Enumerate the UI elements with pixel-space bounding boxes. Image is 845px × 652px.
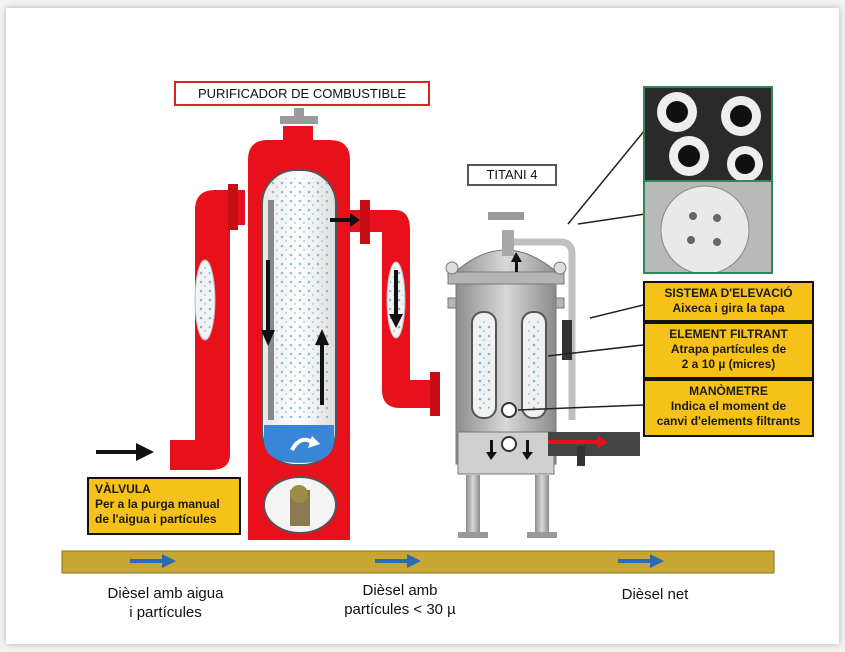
flow-label-stage3: Dièsel net <box>600 585 710 604</box>
valve-callout: VÀLVULA Per a la purga manual de l'aigua… <box>87 477 241 535</box>
filter-photo-inset <box>643 86 773 274</box>
titan-title: TITANI 4 <box>467 164 557 186</box>
flow-stage1-line2: i partícules <box>129 604 202 621</box>
lift-heading: SISTEMA D'ELEVACIÓ <box>664 286 793 300</box>
filter-heading: ELEMENT FILTRANT <box>669 327 788 341</box>
flow-stage2-line2: partícules < 30 µ <box>344 601 456 618</box>
filter-element-callout: ELEMENT FILTRANT Atrapa partícules de 2 … <box>643 322 814 379</box>
filter-desc-line1: Atrapa partícules de <box>670 342 787 356</box>
flow-label-stage2: Dièsel amb partícules < 30 µ <box>320 581 480 619</box>
gauge-desc-line2: canvi d'elements filtrants <box>656 414 801 428</box>
lift-desc: Aixeca i gira la tapa <box>672 301 785 315</box>
gauge-heading: MANÒMETRE <box>689 384 768 398</box>
lift-system-callout: SISTEMA D'ELEVACIÓ Aixeca i gira la tapa <box>643 281 814 322</box>
flow-stage3: Dièsel net <box>621 586 689 603</box>
flow-stage1-line1: Dièsel amb aigua <box>107 585 224 602</box>
purifier-title: PURIFICADOR DE COMBUSTIBLE <box>174 81 430 106</box>
valve-desc-line2: de l'aigua i partícules <box>95 512 217 526</box>
filter-desc-line2: 2 a 10 µ (micres) <box>681 357 776 371</box>
flow-stage2-line1: Dièsel amb <box>362 582 438 599</box>
gauge-callout: MANÒMETRE Indica el moment de canvi d'el… <box>643 379 814 437</box>
valve-desc-line1: Per a la purga manual <box>95 497 220 511</box>
titan-filter-housing <box>445 212 640 538</box>
filter-cartridges-photo <box>645 88 771 272</box>
inlet-arrow <box>96 443 154 461</box>
purifier-vessel <box>170 108 440 540</box>
gauge-desc-line1: Indica el moment de <box>670 399 787 413</box>
flow-band <box>61 550 775 574</box>
flow-label-stage1: Dièsel amb aigua i partícules <box>88 584 243 622</box>
valve-heading: VÀLVULA <box>95 482 151 496</box>
leader-lines <box>517 129 646 411</box>
